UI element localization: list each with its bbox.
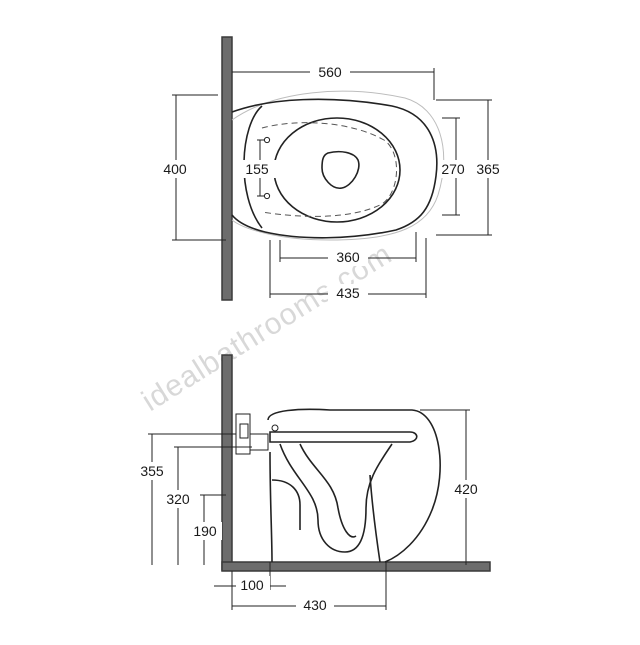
top-view: 560 400 155 270 365 360 [158, 36, 505, 302]
dim-label-bg [296, 596, 334, 614]
dim-label-435: 435 [336, 285, 360, 301]
fixing-hole-icon [263, 192, 271, 200]
side-view-floor [221, 561, 491, 572]
side-view-trapway-outer [279, 443, 393, 553]
dim-label-bg [328, 284, 368, 302]
top-view-wall [221, 36, 233, 301]
dim-label-430: 430 [303, 597, 327, 613]
hinge-icon [271, 424, 279, 432]
dim-label-bg [242, 160, 276, 178]
side-view-outlet [271, 479, 301, 530]
top-view-outlet [321, 150, 360, 189]
dim-label-190: 190 [193, 523, 217, 539]
dim-label-420: 420 [454, 481, 478, 497]
dim-label-100: 100 [240, 577, 264, 593]
dim-label-360: 360 [336, 249, 360, 265]
dim-label-bg [310, 62, 350, 80]
top-view-bowl-outline [231, 98, 438, 239]
dim-label-270: 270 [441, 161, 465, 177]
side-view-trapway-inner [299, 443, 357, 538]
dim-label-bg [328, 248, 368, 266]
top-view-dashed-bowl [261, 122, 397, 217]
top-view-seat [273, 117, 401, 223]
dim-label-365: 365 [476, 161, 500, 177]
dim-label-320: 320 [166, 491, 190, 507]
side-view-connector [249, 433, 269, 451]
side-view-back-skirt [269, 451, 273, 563]
dim-label-bg [450, 480, 486, 498]
dim-label-bg [236, 576, 270, 594]
dim-label-bg [158, 160, 192, 178]
side-view-seat [269, 431, 418, 443]
dim-label-bg [438, 160, 472, 178]
fixing-hole-icon [263, 136, 271, 144]
dim-label-bg [160, 490, 196, 508]
dim-label-355: 355 [140, 463, 164, 479]
top-view-outer-contour [231, 90, 445, 241]
side-view-wall [221, 354, 233, 571]
side-view-bracket-inner [239, 423, 249, 439]
side-view: 355 320 190 420 100 430 [134, 354, 491, 614]
dim-label-560: 560 [318, 64, 342, 80]
dim-label-155: 155 [245, 161, 269, 177]
dim-label-bg [471, 160, 505, 178]
dim-label-400: 400 [163, 161, 187, 177]
side-view-bowl-body [267, 408, 441, 563]
side-view-front-line [369, 474, 381, 563]
dim-label-bg [188, 522, 222, 540]
dim-label-bg [134, 462, 170, 480]
